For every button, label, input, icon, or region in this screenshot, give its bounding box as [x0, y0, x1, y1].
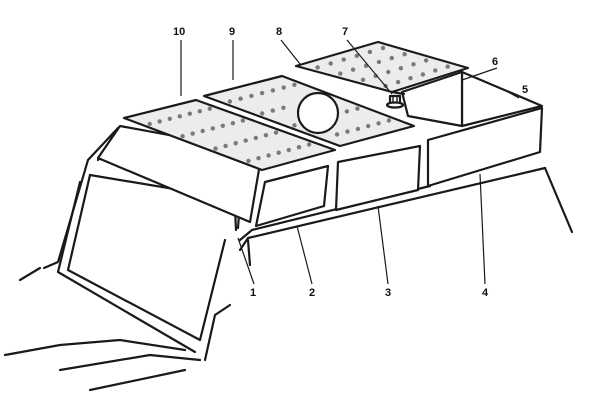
roof-panels [122, 40, 470, 172]
callout-8: 8 [276, 26, 282, 38]
rivet-dot [292, 82, 297, 88]
rivet-dot [213, 146, 218, 151]
rivet-dot [240, 118, 246, 123]
rivet-dot [367, 49, 373, 55]
rivet-dot [266, 153, 271, 158]
rivet-dot [273, 130, 279, 135]
callout-1: 1 [250, 287, 256, 299]
rivet-dot [341, 57, 346, 62]
rivet-dot [402, 52, 407, 57]
rivet-dot [207, 106, 212, 111]
side-panel-4 [426, 106, 544, 188]
rivet-dot [260, 111, 265, 116]
fitting-7 [385, 94, 405, 109]
rivet-dot [270, 88, 276, 93]
side-panels [96, 70, 544, 228]
rivet-dot [263, 133, 269, 138]
rivet-dot [259, 90, 265, 96]
rivet-dot [180, 134, 185, 139]
callout-6: 6 [492, 56, 498, 68]
rivet-dot [411, 62, 416, 67]
end-panel-6 [400, 70, 464, 128]
rivet-dot [227, 99, 233, 104]
rivet-dot [360, 77, 366, 83]
side-panel-3 [334, 144, 422, 212]
callout-2: 2 [309, 287, 315, 299]
rivet-dot [306, 142, 312, 147]
rivet-dot [220, 123, 225, 128]
rivet-dot [200, 128, 205, 134]
rivet-dot [386, 69, 391, 75]
rivet-dot [286, 147, 291, 153]
rivet-dot [389, 55, 394, 61]
rivet-dot [210, 126, 215, 131]
rivet-dot [376, 59, 382, 65]
rivet-dot [386, 118, 392, 123]
callout-labels: 10 9 8 7 6 5 1 2 3 4 [173, 26, 528, 299]
side-panel-2 [254, 164, 330, 228]
rivet-dot [395, 79, 401, 85]
rivet-dot [354, 53, 359, 58]
rivet-dot [197, 109, 202, 114]
rivet-dot [355, 126, 361, 132]
rivet-dot [223, 143, 228, 149]
rivet-dot [296, 145, 302, 150]
rivet-dot [344, 109, 350, 114]
rivet-dot [334, 132, 340, 137]
rivet-dot [420, 72, 426, 77]
rivet-dot [408, 76, 413, 81]
rivet-dot [190, 131, 195, 136]
rivet-dot [366, 123, 371, 129]
rivet-dot [433, 68, 438, 73]
rivet-dot [276, 150, 281, 155]
rivet-dot [233, 141, 238, 146]
rivet-dot [253, 135, 258, 141]
rivet-dot [350, 67, 356, 72]
rivet-dot [249, 93, 254, 99]
rivet-dot [157, 119, 162, 124]
rivet-dot [230, 121, 236, 126]
rivet-dot [177, 114, 182, 119]
rivet-dot [292, 123, 297, 128]
rivet-dot [345, 129, 350, 134]
rivet-dot [281, 105, 286, 111]
rivet-dot [328, 61, 333, 66]
callout-5: 5 [522, 84, 528, 96]
roof-panel-8 [294, 40, 470, 94]
callout-7: 7 [342, 26, 348, 38]
roof-hatch-opening [296, 91, 340, 135]
callout-4: 4 [482, 287, 489, 299]
rivet-dot [243, 138, 248, 143]
rivet-dot [238, 96, 243, 101]
rivet-dot [246, 158, 251, 164]
roof-panel-10 [122, 98, 337, 172]
rivet-dot [423, 58, 429, 63]
rivet-dot [187, 111, 192, 116]
rivet-dot [281, 85, 286, 90]
rivet-dot [167, 116, 172, 122]
callout-9: 9 [229, 26, 235, 38]
rivet-dot [147, 121, 152, 127]
rivet-dot [315, 65, 320, 70]
callout-10: 10 [173, 26, 185, 38]
rivet-dot [445, 64, 450, 69]
leader-lines [180, 39, 520, 285]
rivet-dot [398, 66, 404, 71]
rivet-dot [270, 108, 275, 113]
rivet-dot [256, 156, 261, 161]
rivet-dot [380, 45, 386, 51]
rivet-dot [338, 71, 343, 76]
rivet-dot [355, 106, 360, 111]
callout-3: 3 [385, 287, 391, 299]
rivet-dot [376, 121, 381, 126]
